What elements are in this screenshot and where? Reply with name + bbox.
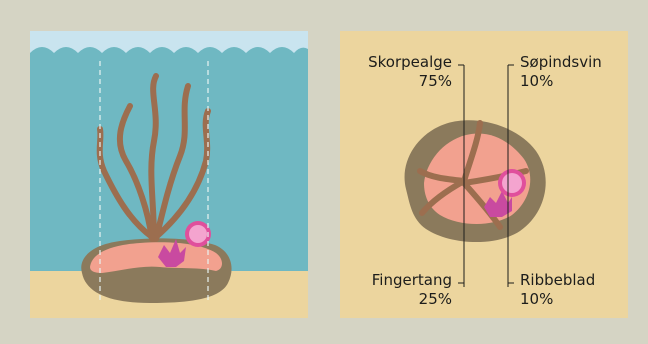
label-fingertang: Fingertang 25%: [340, 271, 452, 309]
label-sopindsvin-percent: 10%: [520, 72, 602, 91]
label-fingertang-name: Fingertang: [372, 271, 452, 289]
sopindsvin: [185, 221, 211, 247]
label-sopindsvin-name: Søpindsvin: [520, 53, 602, 71]
seabed-side-view: [30, 31, 308, 318]
sopindsvin-top: [498, 169, 526, 197]
label-skorpealge: Skorpealge 75%: [340, 53, 452, 91]
label-ribbeblad-name: Ribbeblad: [520, 271, 595, 289]
fingertang-kelp: [100, 76, 208, 239]
label-ribbeblad: Ribbeblad 10%: [520, 271, 595, 309]
label-skorpealge-percent: 75%: [340, 72, 452, 91]
label-sopindsvin: Søpindsvin 10%: [520, 53, 602, 91]
label-fingertang-percent: 25%: [340, 290, 452, 309]
rock-top-view: Skorpealge 75% Søpindsvin 10% Fingertang…: [340, 31, 628, 318]
label-skorpealge-name: Skorpealge: [368, 53, 452, 71]
seabed-illustration: [30, 31, 308, 318]
label-ribbeblad-percent: 10%: [520, 290, 595, 309]
